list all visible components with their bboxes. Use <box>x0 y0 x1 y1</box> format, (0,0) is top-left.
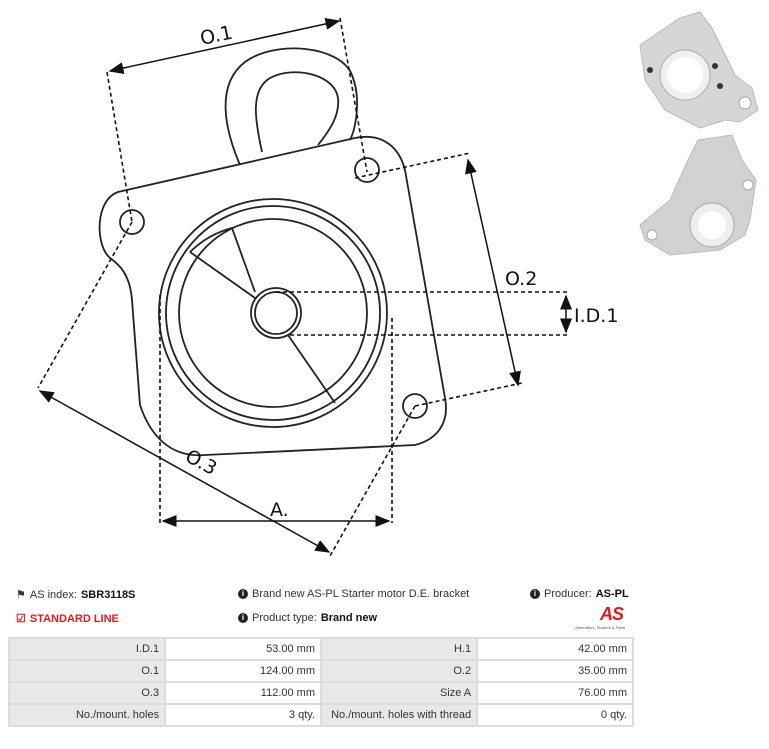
label-a: A. <box>270 499 289 521</box>
spec-value: 0 qty. <box>476 703 634 727</box>
spec-value: 76.00 mm <box>476 681 634 705</box>
description: i Brand new AS-PL Starter motor D.E. bra… <box>238 588 469 600</box>
spec-value: 35.00 mm <box>476 659 634 683</box>
as-pl-logo: AS Alternators, Starters & Parts <box>563 604 625 630</box>
product-type-value: Brand new <box>320 612 378 624</box>
dimension-o1-arrow <box>108 18 341 74</box>
spec-value: 42.00 mm <box>476 637 634 661</box>
product-photo-1 <box>639 11 759 129</box>
standard-line-badge: ☑ STANDARD LINE <box>16 612 119 626</box>
product-photo-2 <box>639 134 757 256</box>
producer-label: Producer: <box>544 588 592 600</box>
spec-label: I.D.1 <box>7 637 167 661</box>
spec-label: O.1 <box>7 659 167 683</box>
producer-value: AS-PL <box>595 588 629 600</box>
label-o3: O.3 <box>182 445 221 480</box>
spec-value: 112.00 mm <box>164 681 323 705</box>
info-icon: i <box>238 589 248 599</box>
spec-label: No./mount. holes with thread <box>320 703 479 727</box>
as-index: ⚑ AS index: SBR3118S <box>16 588 136 602</box>
label-id1: I.D.1 <box>574 305 618 327</box>
dimension-extension-lines <box>37 17 570 557</box>
label-o2: O.2 <box>505 268 537 290</box>
product-type: i Product type: Brand new <box>238 612 377 624</box>
spec-label: O.2 <box>320 659 479 683</box>
logo-tagline: Alternators, Starters & Parts <box>575 625 625 630</box>
technical-drawing: O.1 O.2 O.3 I.D.1 A. <box>37 11 759 557</box>
bracket-outline <box>98 47 447 457</box>
checkbox-icon: ☑ <box>16 613 26 625</box>
description-text: Brand new AS-PL Starter motor D.E. brack… <box>252 588 470 600</box>
tag-icon: ⚑ <box>16 589 26 601</box>
info-icon: i <box>238 613 248 623</box>
as-index-label: AS index: <box>29 588 77 601</box>
info-icon: i <box>530 589 540 599</box>
logo-text: AS <box>599 604 624 624</box>
product-type-label: Product type: <box>252 612 317 624</box>
spec-value: 124.00 mm <box>164 659 323 683</box>
spec-value: 3 qty. <box>164 703 323 727</box>
spec-value: 53.00 mm <box>164 637 323 661</box>
dimension-o3-arrow <box>38 390 331 553</box>
as-index-value: SBR3118S <box>80 588 136 601</box>
spec-label: No./mount. holes <box>7 703 167 727</box>
spec-label: Size A <box>320 681 479 705</box>
spec-label: O.3 <box>7 681 167 705</box>
spec-label: H.1 <box>320 637 479 661</box>
standard-line-label: STANDARD LINE <box>29 612 119 625</box>
dimension-o2-arrow <box>465 158 521 387</box>
producer: i Producer: AS-PL <box>530 588 629 600</box>
